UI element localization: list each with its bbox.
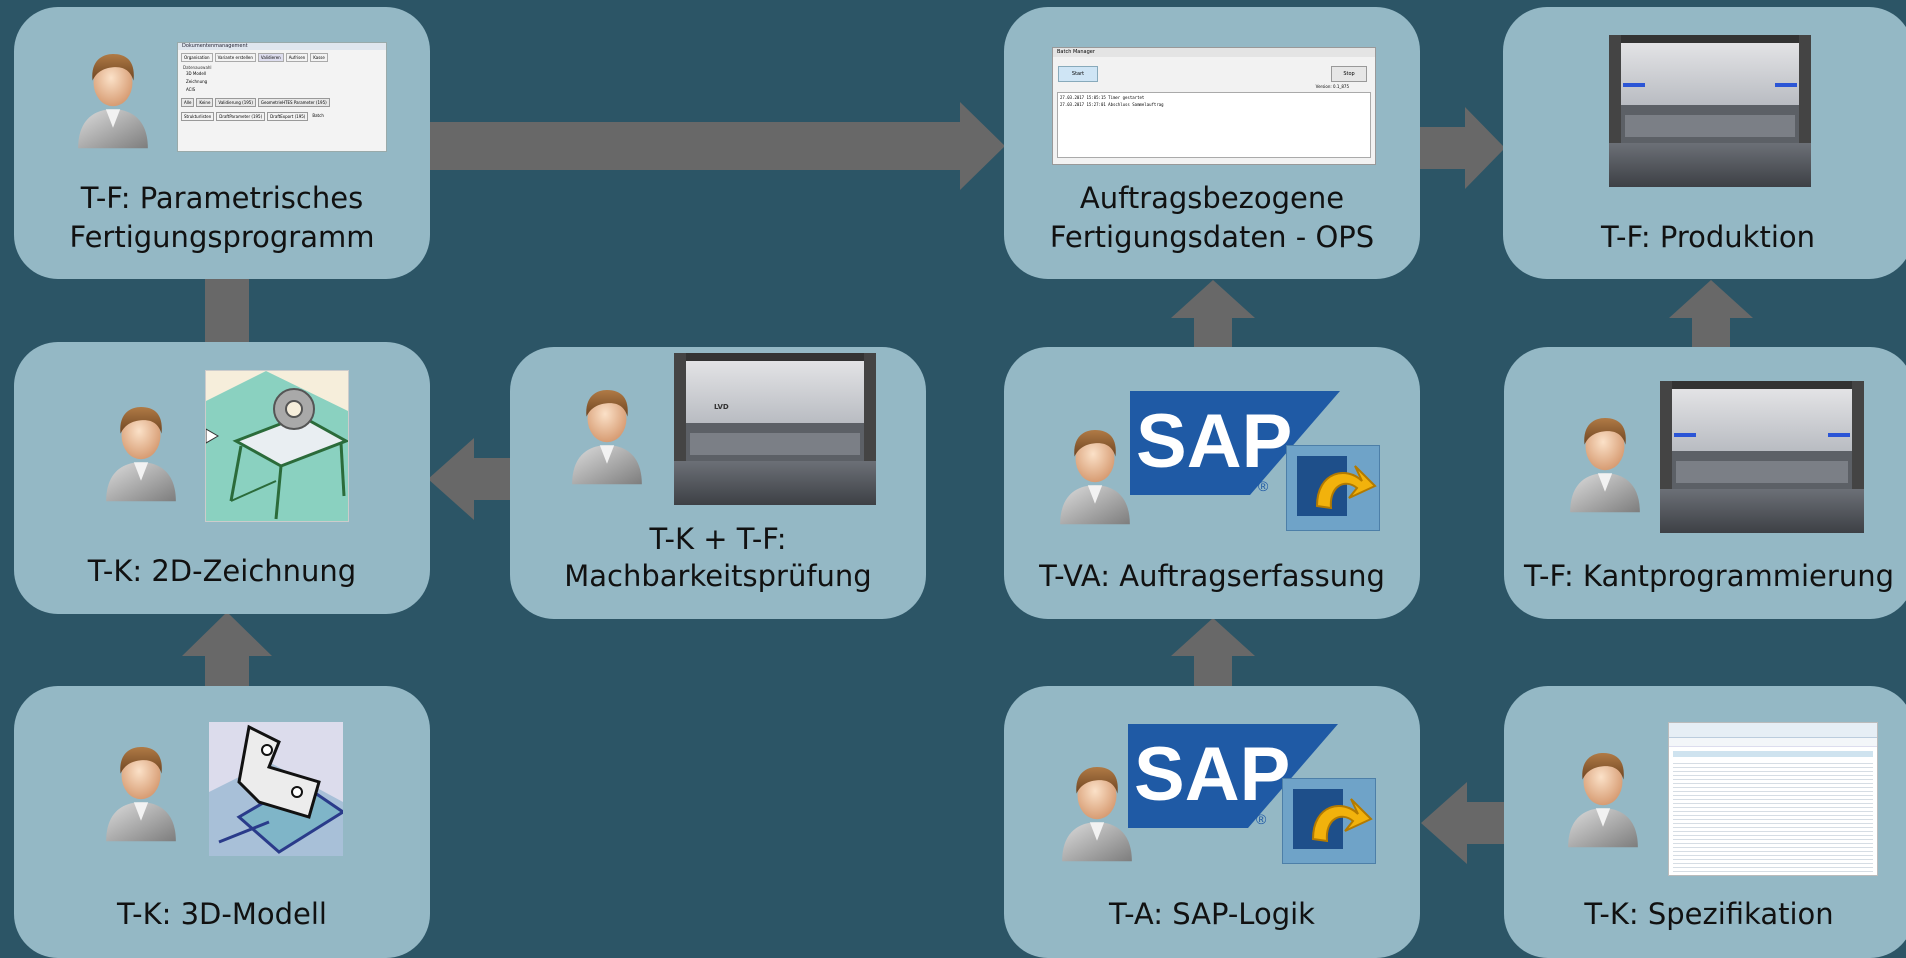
person-icon: [100, 738, 182, 842]
card-sap-logik: SAP ® T-A: SAP-Logik: [1004, 686, 1420, 958]
card-spez-line1: T-K: Spezifikation: [1584, 897, 1834, 931]
sap-arrow-svg: [1297, 456, 1377, 516]
card-zeichnung: T-K: 2D-Zeichnung: [14, 342, 430, 614]
dialog-tab: Kasse: [310, 53, 328, 62]
registered-mark: ®: [1256, 811, 1267, 827]
card-produktion-line1: T-F: Produktion: [1600, 220, 1816, 254]
dialog-button: Alle: [181, 98, 195, 107]
technical-drawing-icon: [205, 370, 349, 522]
dialog-button: Keine: [196, 98, 214, 107]
batch-title: Batch Manager: [1053, 48, 1375, 57]
sap-logo-svg: SAP ®: [1128, 724, 1338, 828]
dialog-button: GeometrieHTES Parameter (195): [257, 98, 330, 107]
card-param: Dokumentenmanagement Organisation Varian…: [14, 7, 430, 279]
person-icon: [1562, 744, 1644, 848]
person-icon: [1564, 409, 1646, 513]
dialog-buttons: Alle Keine Validierung (195) GeometrieHT…: [178, 94, 386, 109]
dialog-tabs: Organisation Variante erstellen Validier…: [178, 50, 386, 65]
dialog-tab: Organisation: [181, 53, 213, 62]
press-brake-photo: [1609, 35, 1811, 187]
press-brake-photo: LVD: [674, 353, 876, 505]
card-produktion: T-F: Produktion: [1503, 7, 1906, 279]
dialog-section: Datenauswahl: [183, 65, 212, 70]
person-icon: [1054, 421, 1136, 525]
card-zeichnung-line1: T-K: 2D-Zeichnung: [87, 554, 357, 588]
batch-log-line: 27.03.2017 15:27:01 Abschluss Sammelauft…: [1060, 102, 1164, 107]
person-icon: [1056, 758, 1138, 862]
card-modell-line1: T-K: 3D-Modell: [117, 897, 327, 931]
person-icon: [566, 381, 648, 485]
machine-brand-label: LVD: [714, 403, 729, 411]
sap-logo: SAP ®: [1128, 724, 1338, 828]
drawing-svg: [206, 371, 348, 521]
card-sap-logik-line1: T-A: SAP-Logik: [1109, 897, 1315, 931]
spreadsheet-thumbnail: [1668, 722, 1878, 876]
dialog-bottom-item: DraftParameter (195): [216, 112, 266, 121]
card-param-line1: T-F: Parametrisches: [80, 181, 364, 215]
sap-arrow-icon: [1286, 445, 1380, 531]
sap-text: SAP: [1136, 399, 1292, 484]
software-dialog-thumbnail: Dokumentenmanagement Organisation Varian…: [177, 42, 387, 152]
batch-log: 27.03.2017 15:05:15 Timer gestartet 27.0…: [1057, 92, 1371, 158]
press-brake-photo: [1660, 381, 1864, 533]
dialog-tab: Aufrisen: [285, 53, 309, 62]
sap-arrow-svg: [1293, 789, 1373, 849]
person-icon: [72, 45, 154, 149]
batch-manager-thumbnail: Batch Manager Start Stop Version: 0.1_87…: [1052, 47, 1376, 165]
card-ops: Batch Manager Start Stop Version: 0.1_87…: [1004, 7, 1420, 279]
dialog-bottom-item: Batch: [312, 113, 324, 118]
dialog-tab: Variante erstellen: [214, 53, 256, 62]
sap-logo-svg: SAP ®: [1130, 391, 1340, 495]
3d-part-icon: [209, 722, 343, 856]
card-spez: T-K: Spezifikation: [1504, 686, 1906, 958]
dialog-tab: Validieren: [257, 53, 284, 62]
batch-version: Version: 0.1_875: [1315, 84, 1349, 89]
sap-arrow-icon: [1282, 778, 1376, 864]
dialog-row: Zeichnung: [186, 79, 208, 84]
registered-mark: ®: [1258, 478, 1269, 494]
batch-start-button: Start: [1058, 66, 1098, 82]
batch-log-line: 27.03.2017 15:05:15 Timer gestartet: [1060, 95, 1145, 100]
card-ops-line1: Auftragsbezogene: [1079, 181, 1345, 215]
dialog-bottom-item: DraftExport (195): [267, 112, 309, 121]
card-machbarkeit: LVD T-K + T-F: Machbarkeitsprüfung: [510, 347, 926, 619]
dialog-bottom-item: Strukturlisten: [181, 112, 215, 121]
card-machbarkeit-line1: T-K + T-F:: [649, 522, 787, 556]
dialog-bottom: Strukturlisten DraftParameter (195) Draf…: [178, 109, 386, 124]
person-icon: [100, 398, 182, 502]
sap-logo: SAP ®: [1130, 391, 1340, 495]
dialog-title: Dokumentenmanagement: [178, 43, 386, 50]
dialog-button: Validierung (195): [215, 98, 256, 107]
card-modell: T-K: 3D-Modell: [14, 686, 430, 958]
card-param-line2: Fertigungsprogramm: [69, 220, 375, 254]
card-machbarkeit-line2: Machbarkeitsprüfung: [564, 559, 872, 593]
dialog-row: 3D Modell: [186, 71, 207, 76]
card-kant-line1: T-F: Kantprogrammierung: [1524, 559, 1894, 593]
card-kant: T-F: Kantprogrammierung: [1504, 347, 1906, 619]
card-auftrag-line1: T-VA: Auftragserfassung: [1039, 559, 1385, 593]
card-ops-line2: Fertigungsdaten - OPS: [1049, 220, 1375, 254]
sap-text: SAP: [1134, 732, 1290, 817]
3d-part-svg: [209, 724, 343, 856]
card-auftrag: SAP ® T-VA: Auftragserfassung: [1004, 347, 1420, 619]
dialog-row: ACIS: [186, 87, 196, 92]
batch-stop-button: Stop: [1331, 66, 1367, 82]
